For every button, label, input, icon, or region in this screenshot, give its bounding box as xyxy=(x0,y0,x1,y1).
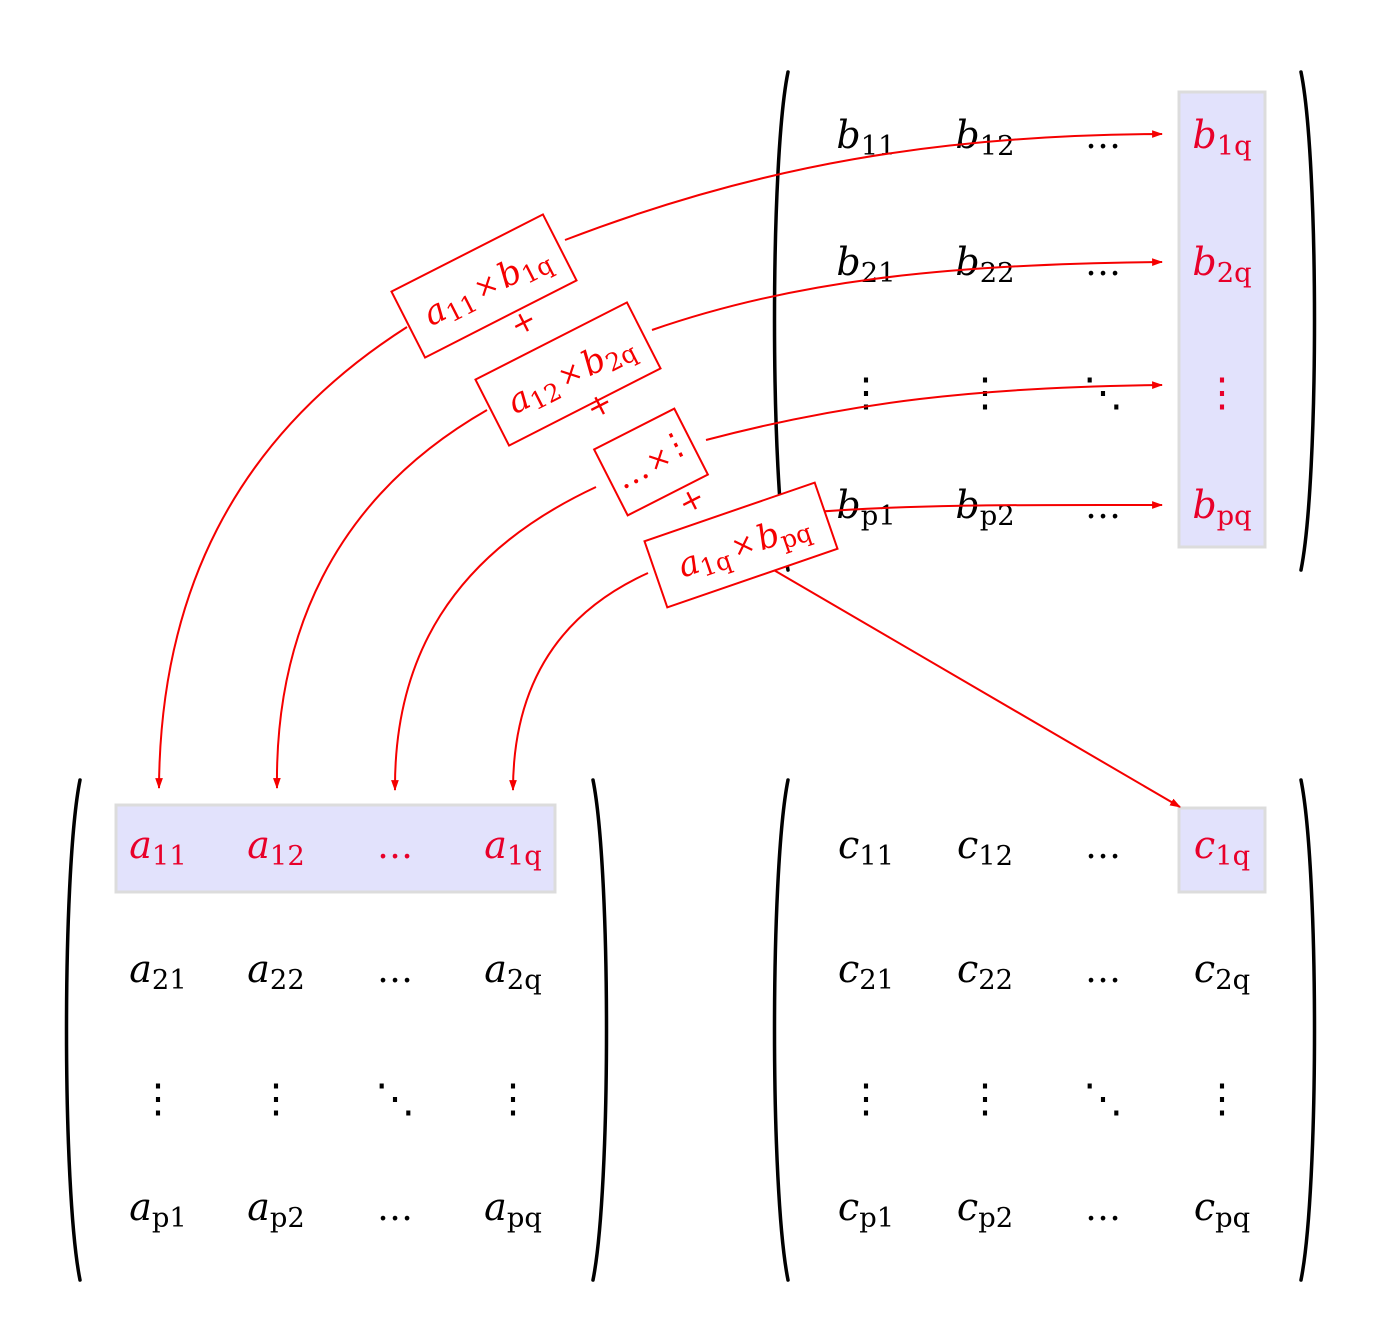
arrow-product-1-to-a xyxy=(155,326,408,790)
matrix-b-entry-3-4: ⋮ xyxy=(1202,370,1242,416)
matrix-b-entry-2-2: b22 xyxy=(955,240,1014,289)
matrix-c-entry-3-2: ⋮ xyxy=(965,1076,1005,1122)
matrix-a-entry-2-4: a2q xyxy=(484,947,542,996)
matrix-c-entry-1-2: c12 xyxy=(957,823,1013,872)
product-term-1: a11×b1q xyxy=(390,213,578,359)
arrow-product-2-to-b xyxy=(651,258,1164,331)
matrix-b-entry-4-2: bp2 xyxy=(955,483,1014,532)
matrix-c-entry-2-2: c22 xyxy=(957,947,1013,996)
matrix-c-entry-2-4: c2q xyxy=(1194,947,1250,996)
product-box-4 xyxy=(643,481,839,609)
matrix-a-entry-1-3: … xyxy=(377,825,413,867)
matrix-b-entry-2-4: b2q xyxy=(1192,240,1251,289)
matrix-a: a11 a12 … a1q a21 a22 … a2q ⋮ ⋮ ⋱ ⋮ ap1 ap2 … apq xyxy=(129,823,542,1234)
matrix-a-entry-4-2: ap2 xyxy=(247,1185,305,1234)
matrix-c-entry-3-1: ⋮ xyxy=(846,1076,886,1122)
arrow-product-2-to-a xyxy=(273,409,488,790)
product-terms: a11×b1q+a12×b2q+…×⋮+a1q×bpq xyxy=(390,213,839,609)
matrix-b-entry-4-3: … xyxy=(1085,485,1121,527)
matrix-b-entry-1-4: b1q xyxy=(1192,113,1251,162)
matrix-a-entry-4-4: apq xyxy=(484,1185,542,1234)
b-right-paren xyxy=(1299,70,1317,572)
arrow-product-1-to-b xyxy=(564,130,1164,241)
matrix-a-entry-1-2: a12 xyxy=(247,823,304,872)
matrix-c-entry-1-4: c1q xyxy=(1194,823,1250,872)
matrix-a-entry-2-1: a21 xyxy=(129,947,186,996)
matrix-c-entry-1-1: c11 xyxy=(838,823,894,872)
product-box-3 xyxy=(592,407,710,517)
matrix-a-entry-4-3: … xyxy=(377,1187,413,1229)
matrix-a-entry-3-3: ⋱ xyxy=(375,1076,415,1122)
matrix-c-entry-2-3: … xyxy=(1085,949,1121,991)
matrix-a-entry-2-3: … xyxy=(377,949,413,991)
highlight-layer xyxy=(114,90,1267,894)
matrix-a-entry-3-4: ⋮ xyxy=(493,1076,533,1122)
matrix-c-entry-3-3: ⋱ xyxy=(1083,1076,1123,1122)
c-target-cell-highlight xyxy=(1177,806,1267,894)
matrix-c-entry-1-3: … xyxy=(1085,825,1121,867)
matrix-a-entry-3-1: ⋮ xyxy=(138,1076,178,1122)
product-term-4: a1q×bpq xyxy=(643,481,839,609)
product-box-1 xyxy=(390,213,578,359)
a-left-paren xyxy=(64,778,82,1282)
matrix-c-entry-4-2: cp2 xyxy=(957,1185,1013,1234)
product-term-2: a12×b2q xyxy=(474,301,662,447)
a-first-row-highlight xyxy=(114,803,557,894)
arrow-product-3-to-a xyxy=(391,486,597,792)
matrix-a-entry-4-1: ap1 xyxy=(129,1185,187,1234)
matrix-b-entry-1-1: b11 xyxy=(836,113,895,162)
a-right-paren xyxy=(591,778,609,1282)
matrix-b-entry-4-4: bpq xyxy=(1192,483,1251,532)
matrix-a-entry-1-1: a11 xyxy=(129,823,186,872)
matrix-b-entry-1-2: b12 xyxy=(955,113,1014,162)
matrix-a-entry-1-4: a1q xyxy=(484,823,542,872)
product-arrows xyxy=(155,130,1181,808)
matrix-b-entry-3-3: ⋱ xyxy=(1083,370,1123,416)
product-term-3: …×⋮ xyxy=(592,407,710,517)
arrow-sum-to-c xyxy=(771,568,1181,808)
arrow-product-4-to-a xyxy=(509,572,649,792)
arrow-product-4-to-b xyxy=(814,501,1164,513)
matrix-parentheses xyxy=(64,70,1317,1282)
product-box-2 xyxy=(474,301,662,447)
matrix-c-entry-4-1: cp1 xyxy=(838,1185,894,1234)
matrix-c-entry-2-1: c21 xyxy=(838,947,894,996)
matrix-a-entry-2-2: a22 xyxy=(247,947,304,996)
b-last-column-highlight xyxy=(1177,90,1267,549)
matrix-c-entry-4-4: cpq xyxy=(1194,1185,1250,1234)
c-right-paren xyxy=(1299,778,1317,1282)
c-left-paren xyxy=(772,778,790,1282)
arrow-product-3-to-b xyxy=(705,381,1164,441)
matrix-c-entry-3-4: ⋮ xyxy=(1202,1076,1242,1122)
matrix-c-entry-4-3: … xyxy=(1085,1187,1121,1229)
matrix-c: c11 c12 … c1q c21 c22 … c2q ⋮ ⋮ ⋱ ⋮ cp1 cp2 … cpq xyxy=(838,823,1250,1234)
matrix-b-entry-4-1: bp1 xyxy=(836,483,895,532)
matrix-b-entry-2-1: b21 xyxy=(836,240,895,289)
matrix-a-entry-3-2: ⋮ xyxy=(256,1076,296,1122)
